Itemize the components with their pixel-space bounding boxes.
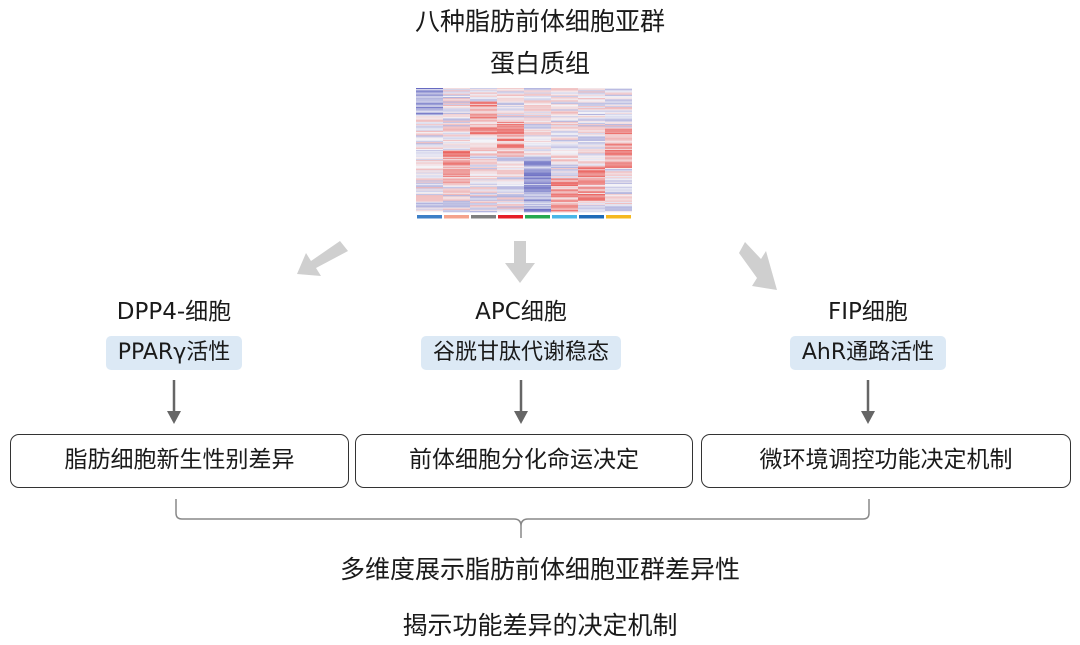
group-color-bar [525,215,550,219]
group-color-bar [552,215,577,219]
branch-fip: FIP细胞 AhR通路活性 [718,298,1018,370]
group-color-bar [498,215,523,219]
branch-dpp4: DPP4-细胞 PPARγ活性 [24,298,324,370]
left-branch-arrow [297,241,348,276]
outcome-box: 脂肪细胞新生性别差异 [10,434,349,488]
cell-type-label: APC细胞 [475,299,567,325]
group-color-bar [579,215,604,219]
group-color-bar [606,215,631,219]
outcome-box: 微环境调控功能决定机制 [701,434,1071,488]
outcome-box: 前体细胞分化命运决定 [355,434,693,488]
center-down-arrow [514,380,528,424]
cell-type-label: DPP4-细胞 [116,299,232,325]
summary-brace [175,499,870,527]
diagram-subtitle: 蛋白质组 [489,49,590,78]
left-down-arrow [167,380,181,424]
pathway-badge: PPARγ活性 [105,336,243,370]
cell-type-label: FIP细胞 [828,299,908,325]
pathway-badge: AhR通路活性 [789,336,947,370]
group-color-bar [471,215,496,219]
right-down-arrow [861,380,875,424]
conclusion-line-1: 多维度展示脂肪前体细胞亚群差异性 [339,555,740,584]
branch-apc: APC细胞 谷胱甘肽代谢稳态 [371,298,671,370]
group-color-bar [417,215,442,219]
group-color-bar [444,215,469,219]
pathway-badge: 谷胱甘肽代谢稳态 [420,336,621,370]
conclusion-line-2: 揭示功能差异的决定机制 [402,611,678,640]
center-branch-arrow [505,241,535,283]
diagram-title: 八种脂肪前体细胞亚群 [414,7,665,36]
proteome-heatmap [416,88,632,219]
right-branch-arrow [739,242,777,290]
